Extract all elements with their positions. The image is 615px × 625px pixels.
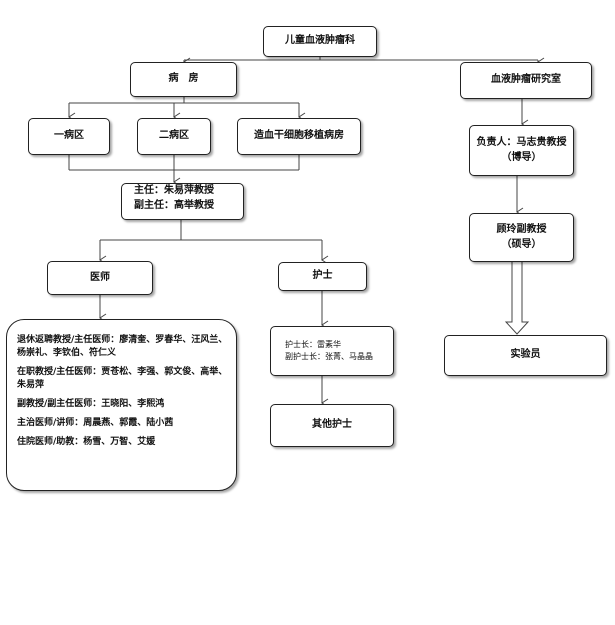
- deputy-director-text: 副主任：高举教授: [134, 199, 214, 211]
- lab-head-degree: （博导）: [501, 151, 542, 163]
- doctor-line-resident: 住院医师/助教：杨雪、万智、艾媛: [17, 437, 156, 448]
- ward2-node: 二病区: [137, 118, 211, 155]
- lab-assoc-degree: （硕导）: [501, 238, 542, 250]
- doctor-line-attending: 主治医师/讲师：周晨燕、郭霞、陆小茜: [17, 418, 174, 429]
- doctors-node: 医师: [47, 261, 153, 295]
- doctor-line-assoc: 副教授/副主任医师：王晓阳、李熙鸿: [17, 399, 165, 410]
- root-node: 儿童血液肿瘤科: [263, 26, 377, 57]
- nurses-node: 护士: [278, 262, 367, 291]
- doctor-line-professors: 在职教授/主任医师：贾苍松、李强、郭文俊、高举、朱易萍: [17, 367, 228, 391]
- lab-assoc-text: 顾玲副教授: [496, 224, 547, 235]
- lab-head-text: 负责人：马志贵教授: [476, 137, 567, 148]
- ward-node: 病 房: [130, 62, 237, 97]
- deputy-head-nurse-text: 副护士长：张菁、马晶晶: [285, 352, 373, 361]
- director-text: 主任：朱易萍教授: [134, 185, 214, 196]
- lab-staff-node: 实验员: [444, 335, 607, 376]
- doctor-line-retired: 退休返聘教授/主任医师：廖清奎、罗春华、汪风兰、杨崇礼、李钦伯、符仁义: [17, 335, 228, 359]
- head-nurse-node: 护士长：雷素华 副护士长：张菁、马晶晶: [270, 326, 394, 376]
- ward-director-node: 主任：朱易萍教授 副主任：高举教授: [121, 183, 244, 220]
- other-nurses-node: 其他护士: [270, 404, 394, 447]
- transplant-ward-node: 造血干细胞移植病房: [237, 118, 361, 155]
- lab-head-node: 负责人：马志贵教授 （博导）: [469, 125, 574, 176]
- arrow-to-lab-staff: [504, 262, 530, 335]
- doctor-list-node: 退休返聘教授/主任医师：廖清奎、罗春华、汪风兰、杨崇礼、李钦伯、符仁义 在职教授…: [6, 319, 237, 491]
- lab-assoc-node: 顾玲副教授 （硕导）: [469, 213, 574, 262]
- lab-node: 血液肿瘤研究室: [460, 62, 592, 99]
- ward1-node: 一病区: [28, 118, 110, 155]
- head-nurse-text: 护士长：雷素华: [285, 340, 341, 350]
